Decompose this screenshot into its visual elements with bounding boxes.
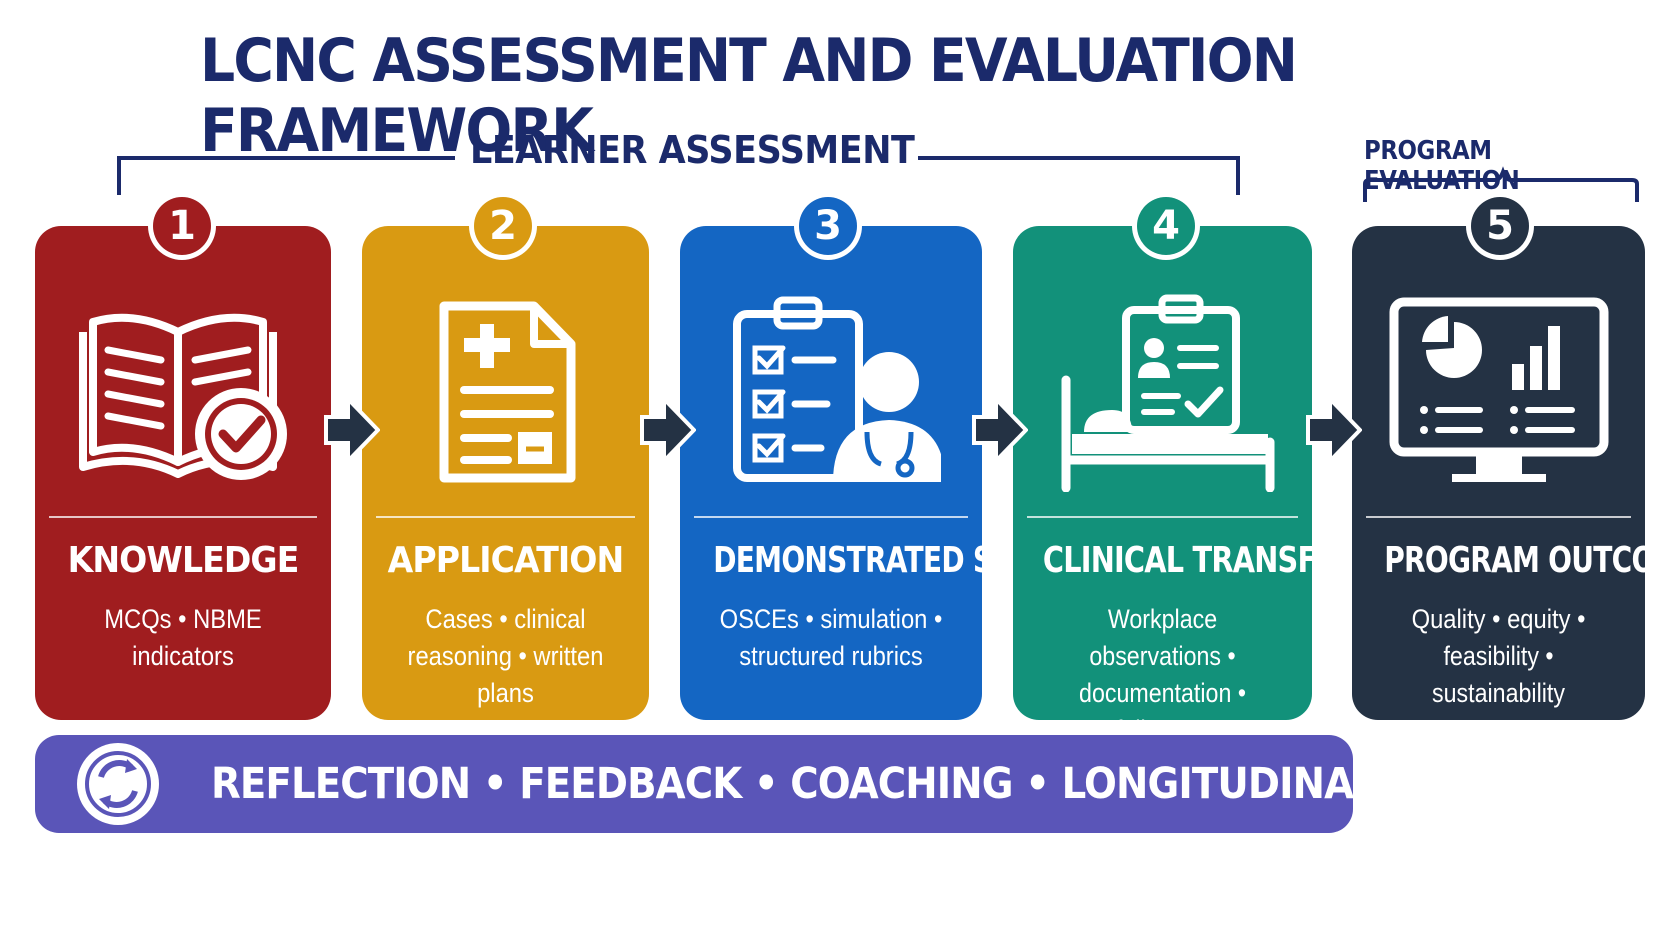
- step-card-program-outcomes: PROGRAM OUTCOMES Quality • equity • feas…: [1352, 226, 1672, 720]
- step-number: 5: [1471, 197, 1529, 255]
- card-divider: [694, 516, 968, 518]
- step-number-badge-3: 3: [794, 192, 862, 260]
- step-description: Quality • equity • feasibility • sustain…: [1362, 601, 1635, 712]
- step-card-application: APPLICATION Cases • clinical reasoning •…: [362, 226, 649, 720]
- dashboard-monitor-icon: [1352, 292, 1645, 492]
- card-divider: [1027, 516, 1298, 518]
- step-number: 1: [153, 197, 211, 255]
- step-heading: DEMONSTRATED SKILL: [713, 540, 1058, 581]
- step-heading: CLINICAL TRANSFER: [1042, 540, 1358, 581]
- step-card-clinical-transfer: CLINICAL TRANSFER Workplace observations…: [1013, 226, 1358, 745]
- step-description: Workplace observations • documentation •…: [1023, 601, 1302, 749]
- step-description: MCQs • NBME indicators: [45, 601, 321, 675]
- step-number-badge-4: 4: [1132, 192, 1200, 260]
- step-description-line1: OSCEs • simulation •: [719, 604, 943, 634]
- step-description: Cases • clinical reasoning • written pla…: [372, 601, 639, 712]
- step-description: OSCEs • simulation • structured rubrics: [690, 601, 972, 675]
- card-divider: [376, 516, 635, 518]
- step-heading: APPLICATION: [387, 540, 625, 581]
- program-bracket: [1363, 166, 1639, 202]
- step-heading: PROGRAM OUTCOMES: [1384, 540, 1672, 581]
- step-description-line1: Quality • equity •: [1411, 604, 1586, 634]
- step-number: 4: [1137, 197, 1195, 255]
- step-number: 3: [799, 197, 857, 255]
- book-check-icon: [35, 292, 331, 492]
- bottom-bar-text: REFLECTION • FEEDBACK • COACHING • LONGI…: [211, 759, 1658, 809]
- arrow-right-icon: [324, 395, 380, 465]
- step-description-line2: structured rubrics: [739, 641, 923, 671]
- step-number-badge-2: 2: [469, 192, 537, 260]
- step-number: 2: [474, 197, 532, 255]
- card-divider: [49, 516, 317, 518]
- arrow-right-icon: [640, 395, 696, 465]
- learner-bracket-right: [918, 156, 1240, 195]
- page-title: LCNC ASSESSMENT AND EVALUATION FRAMEWORK: [200, 26, 1298, 166]
- arrow-right-icon: [1306, 395, 1362, 465]
- step-description-line1: Cases • clinical: [425, 604, 586, 634]
- step-number-badge-1: 1: [148, 192, 216, 260]
- program-evaluation-label: PROGRAM EVALUATION: [1364, 136, 1520, 196]
- step-number-badge-5: 5: [1466, 192, 1534, 260]
- step-card-knowledge: KNOWLEDGE MCQs • NBME indicators: [35, 226, 331, 720]
- step-description-line2: feasibility • sustainability: [1432, 641, 1565, 708]
- learner-bracket-left: [117, 156, 455, 195]
- cycle-icon: [77, 743, 159, 825]
- step-card-demonstrated-skill: DEMONSTRATED SKILL OSCEs • simulation • …: [680, 226, 1058, 720]
- medical-document-icon: [362, 292, 649, 492]
- arrow-right-icon: [972, 395, 1028, 465]
- step-description-line2: reasoning • written plans: [407, 641, 604, 708]
- step-heading: KNOWLEDGE: [67, 540, 300, 581]
- hospital-bed-icon: [1013, 292, 1312, 492]
- step-description-line1: MCQs • NBME indicators: [104, 604, 262, 671]
- checklist-doctor-icon: [680, 292, 982, 492]
- learner-assessment-label: LEARNER ASSESSMENT: [470, 128, 915, 172]
- card-divider: [1366, 516, 1631, 518]
- reflection-feedback-bar: REFLECTION • FEEDBACK • COACHING • LONGI…: [35, 735, 1658, 833]
- step-description-line1: Workplace observations •: [1089, 604, 1236, 671]
